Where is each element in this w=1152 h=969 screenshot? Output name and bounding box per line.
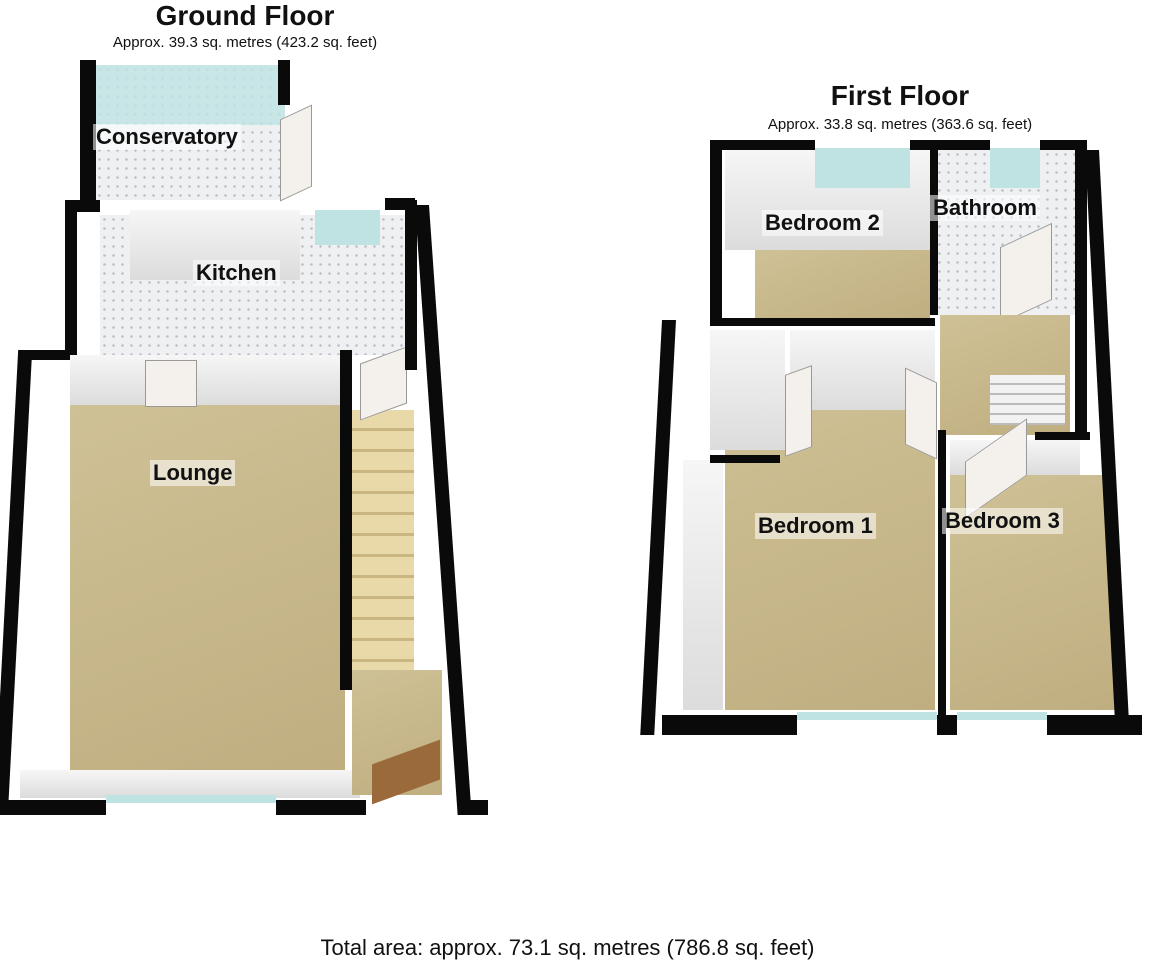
wall xyxy=(1075,140,1087,440)
bathroom-window xyxy=(990,148,1040,188)
room-label-conservatory: Conservatory xyxy=(93,124,241,150)
room-label-lounge: Lounge xyxy=(150,460,236,486)
total-area: Total area: approx. 73.1 sq. metres (786… xyxy=(320,935,815,960)
room-label-bedroom-1: Bedroom 1 xyxy=(755,513,876,539)
lounge-front-wall xyxy=(20,770,360,798)
room-label-bathroom: Bathroom xyxy=(930,195,1040,221)
wall xyxy=(710,140,722,320)
first-floor-title: First Floor xyxy=(830,80,970,111)
wall xyxy=(938,430,946,720)
wall xyxy=(278,60,290,105)
wall xyxy=(0,350,33,815)
stair-balustrade xyxy=(990,375,1065,425)
wall xyxy=(6,800,106,815)
room-label-kitchen: Kitchen xyxy=(193,260,280,286)
cupboard-door xyxy=(785,365,812,457)
ground-floor-area: Approx. 39.3 sq. metres (423.2 sq. feet) xyxy=(112,34,378,51)
conservatory-door xyxy=(280,104,312,202)
kitchen-window xyxy=(315,210,380,245)
wall xyxy=(80,60,96,205)
wall xyxy=(65,205,77,355)
first-floor-area: Approx. 33.8 sq. metres (363.6 sq. feet) xyxy=(767,116,1033,133)
conservatory-glazing xyxy=(95,65,285,125)
staircase xyxy=(352,410,414,670)
wall xyxy=(1035,432,1090,440)
wall xyxy=(662,715,797,735)
bedroom2-room xyxy=(755,250,930,320)
wall xyxy=(460,800,488,815)
wall xyxy=(1040,140,1080,150)
wall xyxy=(710,140,815,150)
wall xyxy=(930,145,938,315)
wall xyxy=(20,350,70,360)
ground-floor-title: Ground Floor xyxy=(155,0,335,31)
wall xyxy=(640,320,676,735)
room-label-bedroom-3: Bedroom 3 xyxy=(942,508,1063,534)
bedroom1-side-wall xyxy=(683,460,723,710)
wall xyxy=(405,200,417,370)
room-label-bedroom-2: Bedroom 2 xyxy=(762,210,883,236)
wall xyxy=(710,455,780,463)
wall xyxy=(937,715,957,735)
bedroom1-door xyxy=(905,367,937,460)
wall xyxy=(276,800,366,815)
wall xyxy=(910,140,990,150)
lounge-door xyxy=(145,360,197,407)
bedroom1-recess xyxy=(710,330,785,450)
wall xyxy=(1047,715,1142,735)
lounge-window xyxy=(106,795,276,803)
stair-partition xyxy=(340,350,352,690)
bedroom2-window xyxy=(815,148,910,188)
lounge-back-wall xyxy=(70,355,350,405)
wall xyxy=(710,318,935,326)
bedroom1-window xyxy=(797,712,937,720)
bedroom3-window xyxy=(957,712,1047,720)
